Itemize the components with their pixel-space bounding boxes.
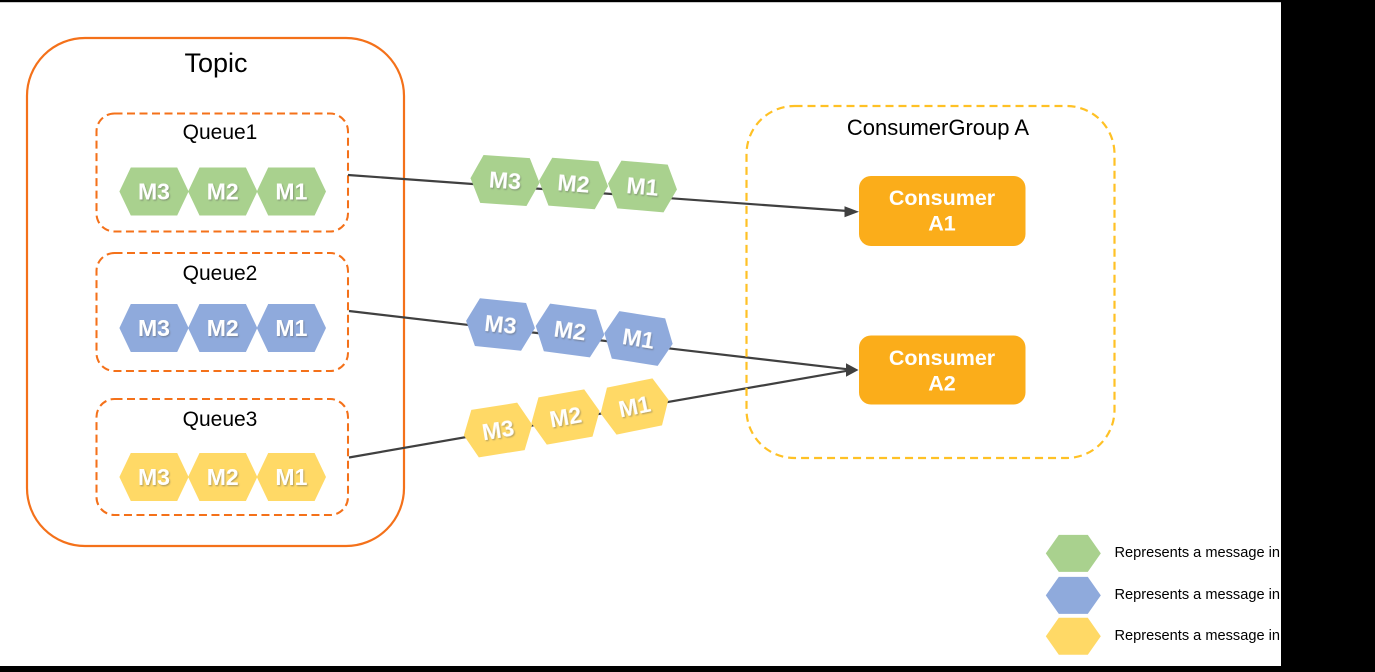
svg-text:Queue3: Queue3 <box>183 408 258 431</box>
svg-text:M2: M2 <box>557 169 591 197</box>
svg-text:Queue2: Queue2 <box>183 262 258 285</box>
svg-text:M3: M3 <box>138 464 170 490</box>
svg-text:M2: M2 <box>552 316 587 346</box>
svg-text:A1: A1 <box>928 212 956 236</box>
svg-text:M1: M1 <box>616 391 653 423</box>
svg-text:Consumer: Consumer <box>889 186 996 210</box>
svg-text:M2: M2 <box>207 315 239 341</box>
svg-text:M3: M3 <box>138 179 170 205</box>
svg-text:M2: M2 <box>207 464 239 490</box>
svg-text:M1: M1 <box>621 323 657 354</box>
svg-text:M1: M1 <box>275 464 307 490</box>
svg-text:M3: M3 <box>488 166 522 194</box>
svg-text:Represents a message in Queue3: Represents a message in Queue3 <box>1115 628 1336 644</box>
svg-text:Topic: Topic <box>184 48 247 78</box>
svg-text:M1: M1 <box>625 172 659 201</box>
svg-text:M3: M3 <box>480 415 516 446</box>
svg-text:M2: M2 <box>548 401 584 432</box>
svg-text:Represents a message in Queue2: Represents a message in Queue2 <box>1115 587 1336 603</box>
svg-text:Represents a message in Queue1: Represents a message in Queue1 <box>1115 545 1336 561</box>
svg-text:ConsumerGroup A: ConsumerGroup A <box>847 115 1030 140</box>
svg-text:Queue1: Queue1 <box>183 121 258 144</box>
svg-text:A2: A2 <box>928 372 956 396</box>
svg-text:Consumer: Consumer <box>889 346 996 370</box>
svg-text:M1: M1 <box>275 179 307 205</box>
svg-text:M1: M1 <box>275 315 307 341</box>
svg-text:M3: M3 <box>138 315 170 341</box>
svg-text:M3: M3 <box>483 310 517 339</box>
svg-text:M2: M2 <box>207 179 239 205</box>
